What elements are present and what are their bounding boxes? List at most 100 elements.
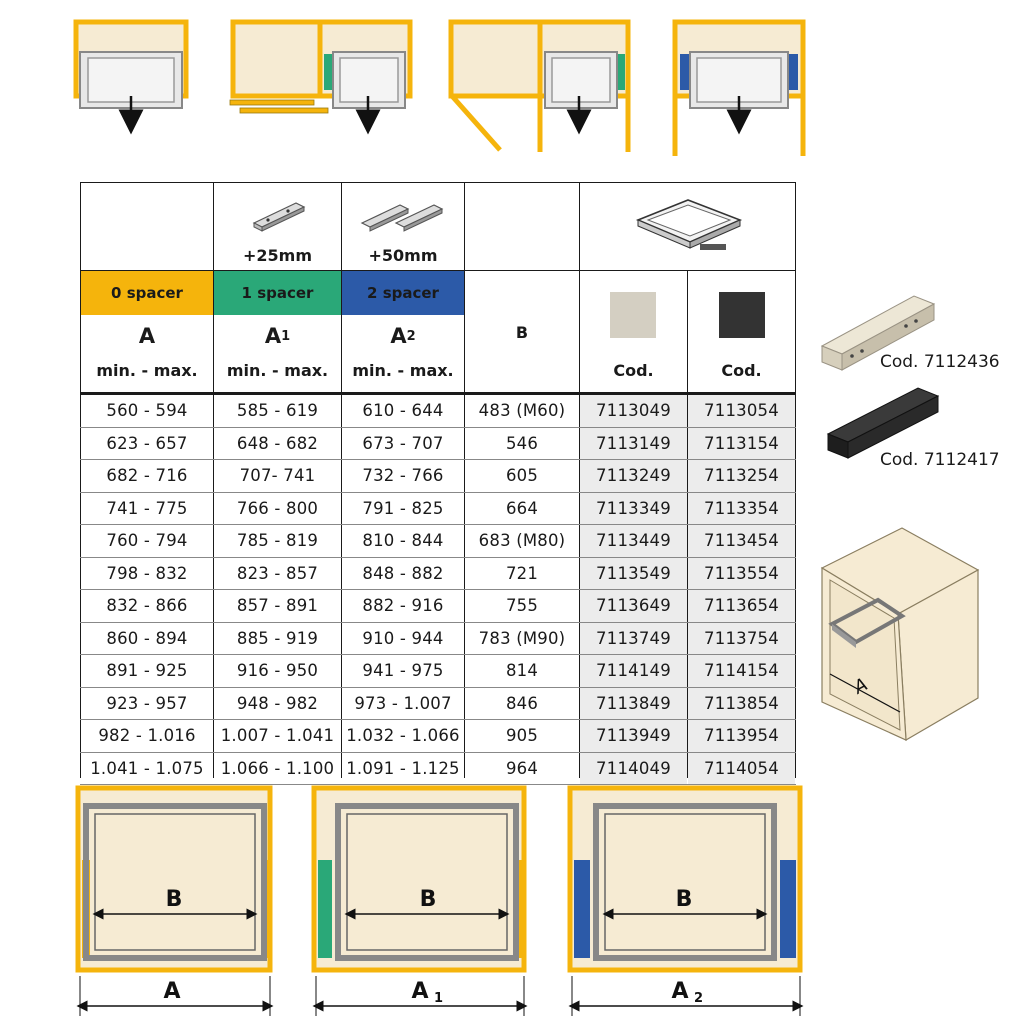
table-cell-c1: 7113749 xyxy=(580,622,687,654)
table-cell-c2: 7114054 xyxy=(688,752,795,784)
table-cell-c1: 7114049 xyxy=(580,752,687,784)
table-cell-c1: 7113449 xyxy=(580,525,687,557)
table-cell-a2: 910 - 944 xyxy=(362,628,444,648)
install-diagram-4 xyxy=(672,19,806,156)
table-cell-a: 982 - 1.016 xyxy=(98,726,196,746)
table-cell-b: 605 xyxy=(505,466,539,486)
table-cell-a1: 1.066 - 1.100 xyxy=(220,758,335,778)
dimension-diagram-a: B A xyxy=(75,785,274,1016)
cod-dark-header: Cod. xyxy=(721,360,762,380)
table-cell-a2: 810 - 844 xyxy=(362,531,444,551)
table-cell-b: 546 xyxy=(505,433,539,453)
table-cell-c1: 7113249 xyxy=(580,460,687,492)
spacer-dark-code: Cod. 7112417 xyxy=(880,450,1000,470)
table-row-divider xyxy=(80,719,796,720)
spacer-double-label: +50mm xyxy=(368,245,438,265)
color-swatch-dark xyxy=(719,292,765,338)
table-cell-a2: 973 - 1.007 xyxy=(354,693,452,713)
color-swatch-light xyxy=(610,292,656,338)
col-a-header: A xyxy=(138,324,156,348)
table-cell-b: 846 xyxy=(505,693,539,713)
table-cell-c1: 7113549 xyxy=(580,557,687,589)
table-row-divider xyxy=(80,686,796,688)
table-cell-a1: 785 - 819 xyxy=(236,531,319,551)
dimension-diagram-a2: B A 2 xyxy=(567,785,804,1016)
table-row-divider xyxy=(80,556,796,558)
table-cell-a: 623 - 657 xyxy=(106,433,188,453)
table-cell-a2: 941 - 975 xyxy=(362,661,444,681)
table-cell-b: 683 (M80) xyxy=(478,531,566,551)
spacer-light-code: Cod. 7112436 xyxy=(880,352,1000,372)
table-row-divider xyxy=(80,654,796,655)
table-cell-a2: 673 - 707 xyxy=(362,433,444,453)
table-cell-c1: 7113949 xyxy=(580,720,687,752)
col-a1-minmax: min. - max. xyxy=(226,360,329,380)
table-cell-a: 832 - 866 xyxy=(106,596,188,616)
table-cell-c2: 7113954 xyxy=(688,720,795,752)
table-cell-a1: 885 - 919 xyxy=(236,628,319,648)
table-cell-a2: 882 - 916 xyxy=(362,596,444,616)
table-cell-a1: 823 - 857 xyxy=(236,563,319,583)
table-cell-a2: 848 - 882 xyxy=(362,563,444,583)
table-cell-c2: 7114154 xyxy=(688,655,795,687)
svg-text:B: B xyxy=(420,887,437,912)
table-cell-a1: 648 - 682 xyxy=(236,433,319,453)
svg-text:B: B xyxy=(166,887,183,912)
svg-text:2: 2 xyxy=(694,991,703,1006)
table-cell-c1: 7113649 xyxy=(580,590,687,622)
table-cell-c1: 7114149 xyxy=(580,655,687,687)
table-row-divider xyxy=(80,751,796,753)
table-cell-a1: 1.007 - 1.041 xyxy=(220,726,335,746)
table-cell-a: 741 - 775 xyxy=(106,498,188,518)
table-cell-c2: 7113054 xyxy=(688,395,795,427)
table-cell-b: 755 xyxy=(505,596,539,616)
table-cell-a1: 857 - 891 xyxy=(236,596,319,616)
svg-text:A: A xyxy=(163,979,180,1004)
svg-text:A: A xyxy=(671,979,688,1004)
tag-0-spacer: 0 spacer xyxy=(111,284,183,302)
col-a2-minmax: min. - max. xyxy=(352,360,454,380)
table-cell-a1: 916 - 950 xyxy=(236,661,319,681)
cod-light-header: Cod. xyxy=(613,360,654,380)
install-diagram-2 xyxy=(229,19,413,135)
table-cell-b: 783 (M90) xyxy=(478,628,566,648)
table-row-divider xyxy=(80,491,796,493)
table-cell-a2: 791 - 825 xyxy=(362,498,444,518)
table-cell-c2: 7113254 xyxy=(688,460,795,492)
table-row-divider xyxy=(80,459,796,460)
table-cell-c1: 7113349 xyxy=(580,492,687,524)
table-cell-a2: 1.091 - 1.125 xyxy=(346,758,460,778)
spec-table: +25mm +50mm 0 spacer 1 spacer 2 spacer A xyxy=(80,182,796,785)
spacer-double-image xyxy=(342,188,464,238)
install-diagram-1 xyxy=(73,19,189,135)
table-cell-a: 860 - 894 xyxy=(106,628,188,648)
table-cell-c2: 7113354 xyxy=(688,492,795,524)
spacer-single-image xyxy=(214,188,341,238)
table-cell-b: 964 xyxy=(505,758,539,778)
spacer-single-label: +25mm xyxy=(242,245,312,265)
table-cell-a: 682 - 716 xyxy=(106,466,188,486)
table-row-divider xyxy=(80,524,796,525)
table-cell-c2: 7113654 xyxy=(688,590,795,622)
table-cell-a2: 732 - 766 xyxy=(362,466,444,486)
table-cell-a2: 610 - 644 xyxy=(362,401,444,421)
table-cell-a1: 707- 741 xyxy=(239,466,316,486)
table-cell-c1: 7113149 xyxy=(580,427,687,459)
table-cell-c1: 7113049 xyxy=(580,395,687,427)
table-cell-c2: 7113554 xyxy=(688,557,795,589)
table-cell-a: 560 - 594 xyxy=(106,401,188,421)
table-cell-c1: 7113849 xyxy=(580,687,687,719)
table-cell-a1: 948 - 982 xyxy=(236,693,319,713)
col-b-header: B xyxy=(515,322,529,342)
tag-2-spacer: 2 spacer xyxy=(367,284,439,302)
table-cell-c2: 7113154 xyxy=(688,427,795,459)
table-cell-a: 891 - 925 xyxy=(106,661,188,681)
table-cell-a: 798 - 832 xyxy=(106,563,188,583)
table-cell-b: 721 xyxy=(505,563,539,583)
table-cell-c2: 7113754 xyxy=(688,622,795,654)
top-installation-diagrams xyxy=(73,19,806,156)
table-cell-c2: 7113454 xyxy=(688,525,795,557)
col-a-minmax: min. - max. xyxy=(96,360,198,380)
